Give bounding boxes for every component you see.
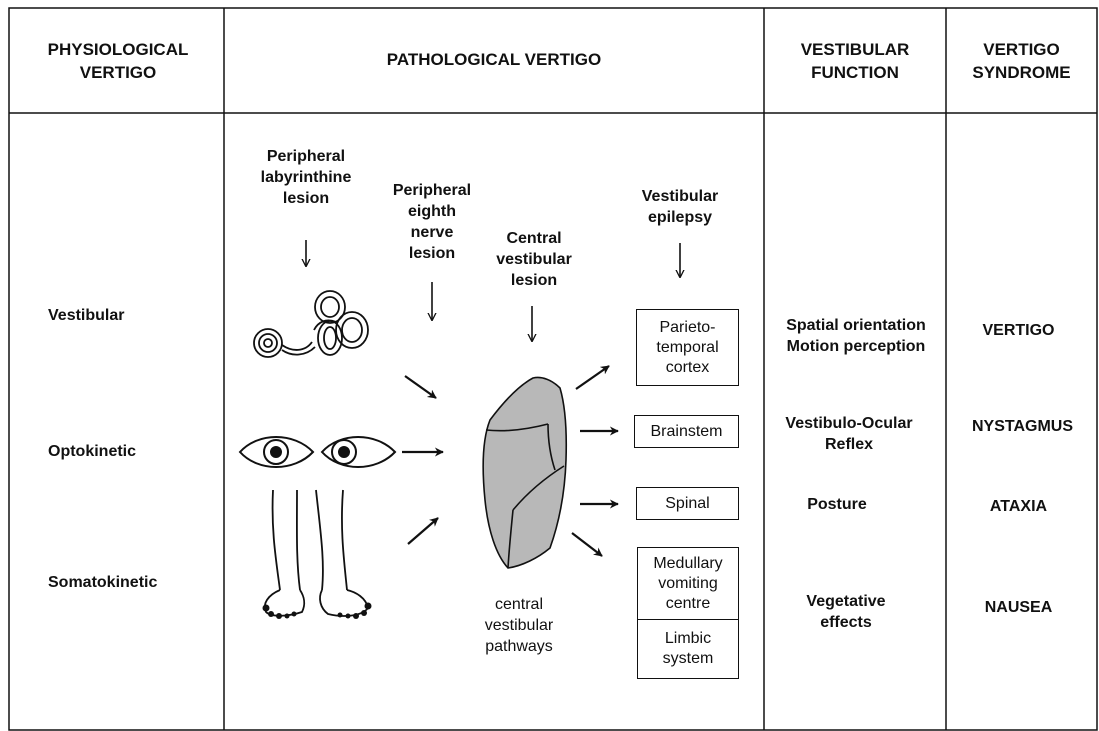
- box-spinal: Spinal: [636, 487, 739, 520]
- label-central-vestibular-pathways: central vestibular pathways: [464, 594, 574, 657]
- box-medullary-limbic: Medullary vomiting centre Limbic system: [637, 547, 739, 679]
- label-vestibular-epilepsy: Vestibular epilepsy: [630, 186, 730, 228]
- header-line: SYNDROME: [946, 61, 1097, 84]
- box-line: temporal: [656, 338, 718, 358]
- label-line: labyrinthine: [246, 167, 366, 188]
- brain-icon: [483, 377, 566, 568]
- box-line: Parieto-: [656, 318, 718, 338]
- header-vertigo-syndrome: VERTIGO SYNDROME: [946, 38, 1097, 84]
- label-line: lesion: [246, 188, 366, 209]
- label-line: Central: [486, 228, 582, 249]
- input-arrows: [402, 376, 443, 544]
- label-line: nerve: [380, 222, 484, 243]
- function-line: effects: [766, 612, 926, 633]
- box-line: system: [663, 649, 714, 669]
- function-vestibulo-ocular-reflex: Vestibulo-Ocular Reflex: [766, 413, 932, 455]
- label-line: vestibular: [486, 249, 582, 270]
- label-line: epilepsy: [630, 207, 730, 228]
- header-pathological-vertigo: PATHOLOGICAL VERTIGO: [224, 48, 764, 71]
- function-line: Reflex: [766, 434, 932, 455]
- label-line: Vestibular: [630, 186, 730, 207]
- syndrome-vertigo: VERTIGO: [946, 320, 1091, 341]
- legs-icon: [263, 490, 372, 619]
- header-line: VERTIGO: [946, 38, 1097, 61]
- function-line: Spatial orientation: [766, 315, 946, 336]
- syndrome-ataxia: ATAXIA: [946, 496, 1091, 517]
- physiological-optokinetic: Optokinetic: [48, 441, 136, 462]
- inner-ear-icon: [254, 291, 368, 357]
- syndrome-nystagmus: NYSTAGMUS: [946, 416, 1099, 437]
- label-central-vestibular-lesion: Central vestibular lesion: [486, 228, 582, 291]
- label-line: central: [464, 594, 574, 615]
- label-line: Peripheral: [246, 146, 366, 167]
- function-line: Motion perception: [766, 336, 946, 357]
- box-line: vomiting: [653, 574, 722, 594]
- header-line: FUNCTION: [764, 61, 946, 84]
- output-arrows: [572, 366, 618, 556]
- function-line: Vegetative: [766, 591, 926, 612]
- label-line: lesion: [486, 270, 582, 291]
- label-line: lesion: [380, 243, 484, 264]
- label-line: vestibular: [464, 615, 574, 636]
- syndrome-nausea: NAUSEA: [946, 597, 1091, 618]
- physiological-somatokinetic: Somatokinetic: [48, 572, 157, 593]
- label-line: eighth: [380, 201, 484, 222]
- label-peripheral-labyrinthine-lesion: Peripheral labyrinthine lesion: [246, 146, 366, 209]
- box-medullary-vomiting-centre: Medullary vomiting centre: [638, 548, 738, 620]
- physiological-vestibular: Vestibular: [48, 305, 124, 326]
- header-physiological-vertigo: PHYSIOLOGICAL VERTIGO: [14, 38, 222, 84]
- label-line: Peripheral: [380, 180, 484, 201]
- box-line: cortex: [656, 358, 718, 378]
- box-line: centre: [653, 594, 722, 614]
- header-vestibular-function: VESTIBULAR FUNCTION: [764, 38, 946, 84]
- label-line: pathways: [464, 636, 574, 657]
- function-line: Vestibulo-Ocular: [766, 413, 932, 434]
- function-spatial-orientation: Spatial orientation Motion perception: [766, 315, 946, 357]
- header-line: VESTIBULAR: [764, 38, 946, 61]
- label-peripheral-eighth-nerve-lesion: Peripheral eighth nerve lesion: [380, 180, 484, 264]
- header-line: VERTIGO: [14, 61, 222, 84]
- function-posture: Posture: [766, 494, 908, 515]
- box-line: Medullary: [653, 554, 722, 574]
- function-vegetative-effects: Vegetative effects: [766, 591, 926, 633]
- header-line: PHYSIOLOGICAL: [14, 38, 222, 61]
- eye-icon: [240, 437, 395, 467]
- box-brainstem: Brainstem: [634, 415, 739, 448]
- box-parieto-temporal-cortex: Parieto- temporal cortex: [636, 309, 739, 386]
- box-limbic-system: Limbic system: [638, 620, 738, 678]
- box-line: Limbic: [663, 629, 714, 649]
